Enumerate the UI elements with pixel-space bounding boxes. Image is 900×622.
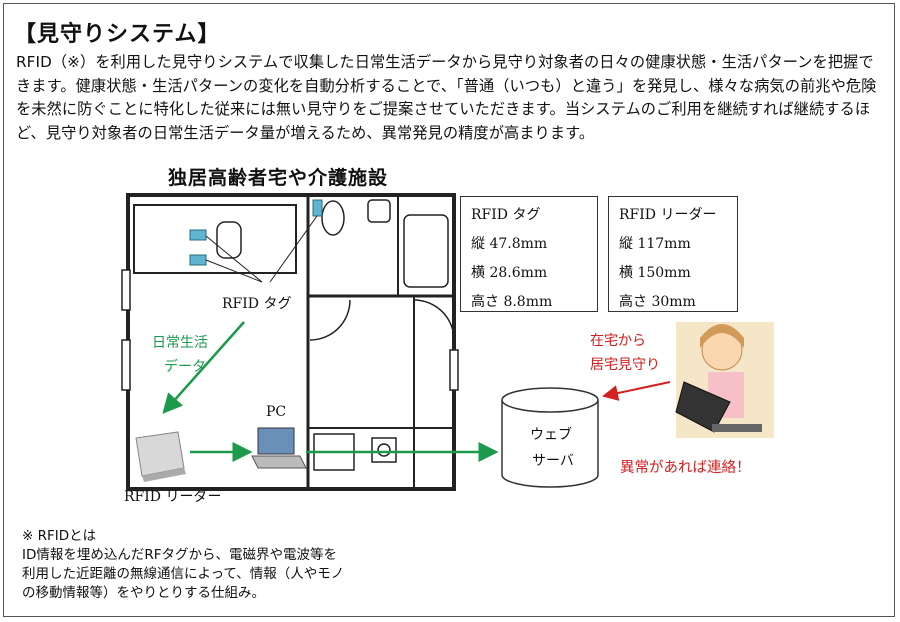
rfid-tag-label: RFID タグ [222,296,292,312]
bed [133,204,297,274]
rfid-reader-label: RFID リーダー [124,489,222,505]
floor-plan [121,193,459,491]
window-left [121,269,131,311]
bathtub [403,214,449,288]
remote-monitoring-label-line1: 在宅から [590,333,646,349]
footnote-line: ID情報を埋め込んだRFタグから、電磁界や電波等を [22,547,338,563]
daily-data-label-line1: 日常生活 [152,335,208,351]
tag-spec-row: 縦 47.8mm [471,236,548,252]
pillow [216,221,242,259]
footnote-heading: ※ RFIDとは [22,528,97,544]
diagram-subtitle: 独居高齢者宅や介護施設 [168,167,389,189]
tag-spec-row: 横 28.6mm [471,265,548,281]
intro-paragraph: RFID（※）を利用した見守りシステムで収集した日常生活データから見守り対象者の… [16,53,877,142]
web-server-label-line1: ウェブ [530,427,572,443]
footnote-line: 利用した近距離の無線通信によって、情報（人やモノ [22,566,345,582]
window-right [449,349,459,391]
pc-label: PC [266,404,287,420]
reader-spec-row: 高さ 30mm [619,294,696,310]
web-server-icon [501,387,599,488]
alert-label: 異常があれば連絡！ [620,460,751,476]
reader-spec-row: 横 150mm [619,265,691,281]
tag-spec-box: RFID タグ 縦 47.8mm 横 28.6mm 高さ 8.8mm [460,196,598,312]
rfid-tag-icons [189,199,323,283]
footnote: ※ RFIDとは ID情報を埋め込んだRFタグから、電磁界や電波等を 利用した近… [22,527,344,603]
remote-monitoring-label-line2: 居宅見守り [590,357,660,373]
tag-spec-row: 高さ 8.8mm [471,294,553,310]
page-frame [3,3,895,617]
caregiver-illustration [675,322,774,438]
reader-spec-name: RFID リーダー [619,207,717,223]
door-swing [309,299,351,341]
footnote-line: の移動情報等）をやりとりする仕組み。 [22,585,265,601]
reader-spec-row: 縦 117mm [619,236,691,252]
tag-spec-name: RFID タグ [471,207,541,223]
daily-data-label-line2: データ [164,359,206,375]
rfid-reader-device [135,431,186,482]
kitchen-sink [371,437,397,463]
toilet [321,200,345,236]
arrow-tag-to-reader [162,321,245,414]
web-server-label-line2: サーバ [532,453,574,469]
arrow-remote-to-server [602,381,671,401]
sink [367,199,391,223]
page-title: 【見守りシステム】 [14,22,221,47]
pc-laptop [251,427,307,469]
reader-spec-box: RFID リーダー 縦 117mm 横 150mm 高さ 30mm [608,196,738,312]
